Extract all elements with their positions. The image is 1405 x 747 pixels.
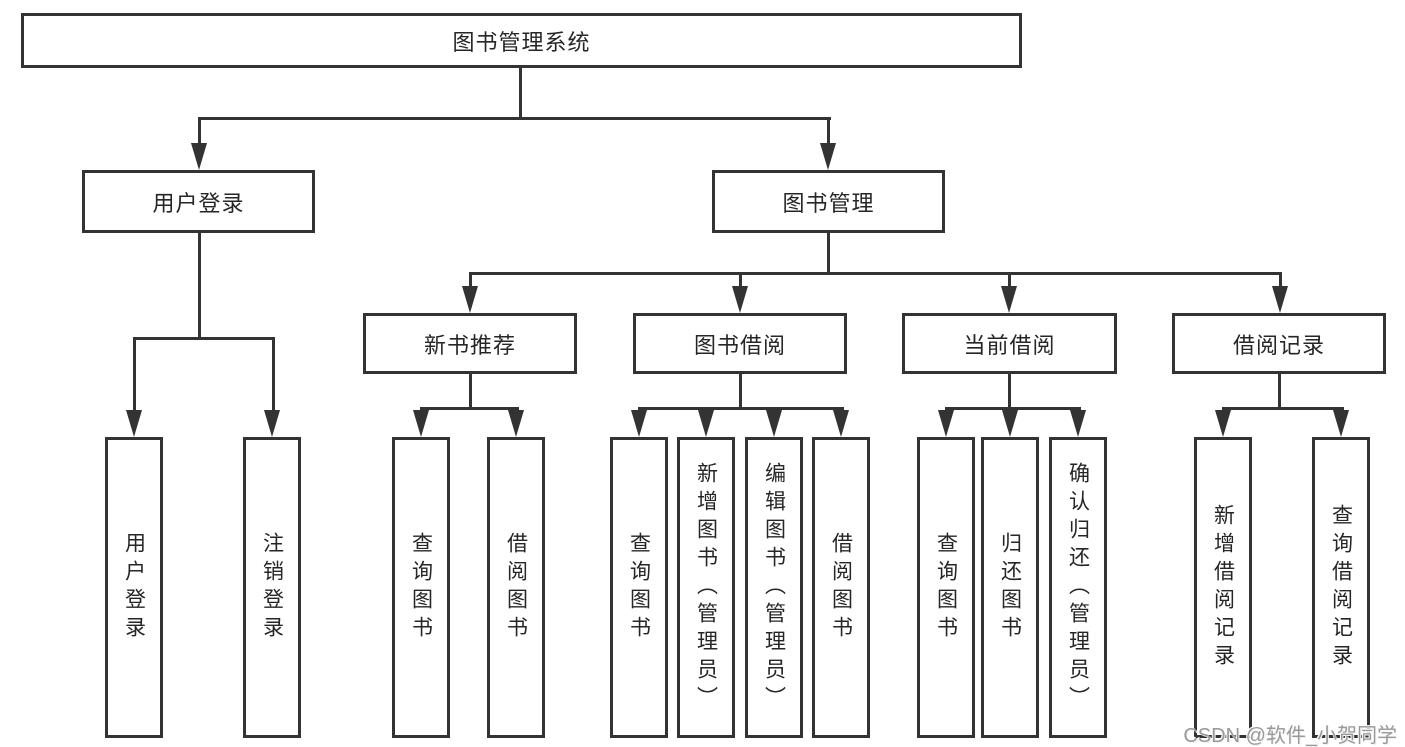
node-label: 用户登录 (122, 531, 146, 644)
node-label: 新书推荐 (423, 332, 516, 358)
arrow-down-icon (1333, 410, 1349, 437)
arrow-down-icon (766, 410, 782, 437)
connector-drop (133, 340, 136, 411)
connector-l3-rail (469, 272, 1282, 275)
leaf-current-return: 归还图书 (981, 437, 1039, 738)
node-label: 查询借阅记录 (1329, 503, 1353, 672)
arrow-down-icon (462, 286, 478, 313)
node-label: 用户登录 (152, 190, 245, 216)
arrow-down-icon (1002, 410, 1018, 437)
connector-bookborrow-rail (638, 407, 844, 410)
connector-drop (1008, 275, 1011, 287)
arrow-down-icon (820, 143, 836, 170)
connector-userlogin-stem (198, 233, 201, 337)
leaf-user-login: 用户登录 (105, 437, 163, 738)
node-current-borrow: 当前借阅 (902, 313, 1117, 374)
node-label: 确认归还（管理员） (1066, 461, 1090, 714)
connector-records-stem (1278, 374, 1281, 407)
connector-root-stem (519, 68, 522, 117)
arrow-down-icon (631, 410, 647, 437)
arrow-down-icon (264, 410, 280, 437)
arrow-down-icon (1001, 286, 1017, 313)
node-label: 借阅记录 (1232, 332, 1325, 358)
node-root: 图书管理系统 (21, 13, 1022, 68)
node-book-borrow: 图书借阅 (633, 313, 847, 374)
arrow-down-icon (126, 410, 142, 437)
connector-drop (198, 120, 201, 146)
connector-drop (469, 275, 472, 287)
connector-drop (827, 120, 830, 146)
node-label: 借阅图书 (504, 531, 528, 644)
node-label: 借阅图书 (829, 531, 853, 644)
connector-drop (1279, 275, 1282, 287)
connector-l2-rail (198, 117, 831, 120)
connector-currentborrow-stem (1008, 374, 1011, 407)
connector-newbooks-stem (469, 374, 472, 407)
arrow-down-icon (938, 410, 954, 437)
arrow-down-icon (191, 143, 207, 170)
connector-userlogin-rail (133, 337, 275, 340)
leaf-current-query: 查询图书 (917, 437, 975, 738)
arrow-down-icon (413, 410, 429, 437)
arrow-down-icon (732, 286, 748, 313)
node-new-books: 新书推荐 (363, 313, 577, 374)
node-label: 图书管理 (782, 190, 875, 216)
leaf-records-add: 新增借阅记录 (1194, 437, 1252, 738)
leaf-borrow-add-admin: 新增图书（管理员） (677, 437, 735, 738)
arrow-down-icon (833, 410, 849, 437)
leaf-borrow-borrow: 借阅图书 (812, 437, 870, 738)
connector-currentborrow-rail (945, 407, 1081, 410)
node-label: 图书借阅 (693, 332, 786, 358)
connector-newbooks-rail (420, 407, 519, 410)
leaf-borrow-edit-admin: 编辑图书（管理员） (745, 437, 803, 738)
leaf-newbooks-query: 查询图书 (392, 437, 450, 738)
leaf-records-query: 查询借阅记录 (1312, 437, 1370, 738)
arrow-down-icon (1070, 410, 1086, 437)
node-label: 注销登录 (260, 531, 284, 644)
node-label: 编辑图书（管理员） (762, 461, 786, 714)
leaf-newbooks-borrow: 借阅图书 (487, 437, 545, 738)
connector-bookborrow-stem (739, 374, 742, 407)
node-book-mgmt: 图书管理 (712, 170, 945, 233)
node-label: 查询图书 (409, 531, 433, 644)
connector-records-rail (1222, 407, 1344, 410)
arrow-down-icon (508, 410, 524, 437)
node-label: 归还图书 (998, 531, 1022, 644)
leaf-current-confirm-admin: 确认归还（管理员） (1049, 437, 1107, 738)
arrow-down-icon (698, 410, 714, 437)
arrow-down-icon (1272, 286, 1288, 313)
node-label: 当前借阅 (963, 332, 1056, 358)
connector-drop (739, 275, 742, 287)
arrow-down-icon (1215, 410, 1231, 437)
node-label: 新增图书（管理员） (694, 461, 718, 714)
watermark: CSDN @软件_小贺同学 (1183, 725, 1397, 747)
node-label: 新增借阅记录 (1211, 503, 1235, 672)
node-user-login: 用户登录 (82, 170, 315, 233)
node-label: 图书管理系统 (452, 29, 591, 55)
leaf-borrow-query: 查询图书 (610, 437, 668, 738)
connector-bookmgmt-stem (827, 233, 830, 272)
node-borrow-records: 借阅记录 (1172, 313, 1386, 374)
leaf-logout: 注销登录 (243, 437, 301, 738)
connector-drop (272, 340, 275, 411)
node-label: 查询图书 (934, 531, 958, 644)
node-label: 查询图书 (627, 531, 651, 644)
